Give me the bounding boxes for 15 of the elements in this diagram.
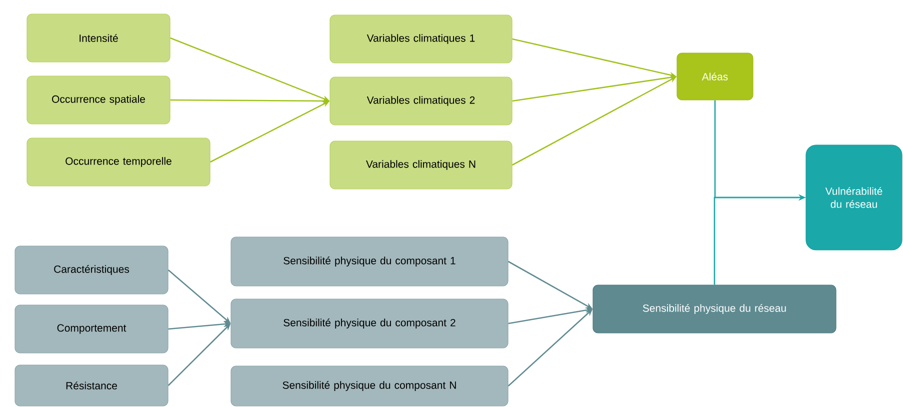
process-box: Sensibilité physique du composant 2 bbox=[230, 298, 508, 348]
process-box: Variables climatiques N bbox=[330, 140, 512, 190]
process-box: Sensibilité physique du composant N bbox=[230, 366, 508, 406]
process-box: Intensité bbox=[26, 14, 170, 62]
process-box: Vulnérabilité du réseau bbox=[806, 144, 902, 250]
process-box: Résistance bbox=[14, 364, 168, 406]
process-box: Caractéristiques bbox=[14, 246, 168, 294]
process-box: Comportement bbox=[14, 304, 168, 354]
process-box: Variables climatiques 2 bbox=[330, 76, 512, 126]
process-box: Sensibilité physique du réseau bbox=[592, 284, 836, 334]
process-box: Occurrence temporelle bbox=[26, 138, 210, 186]
process-box: Occurrence spatiale bbox=[26, 76, 170, 124]
process-box: Sensibilité physique du composant 1 bbox=[230, 236, 508, 286]
process-box: Aléas bbox=[676, 52, 754, 100]
process-box: Variables climatiques 1 bbox=[330, 14, 512, 64]
